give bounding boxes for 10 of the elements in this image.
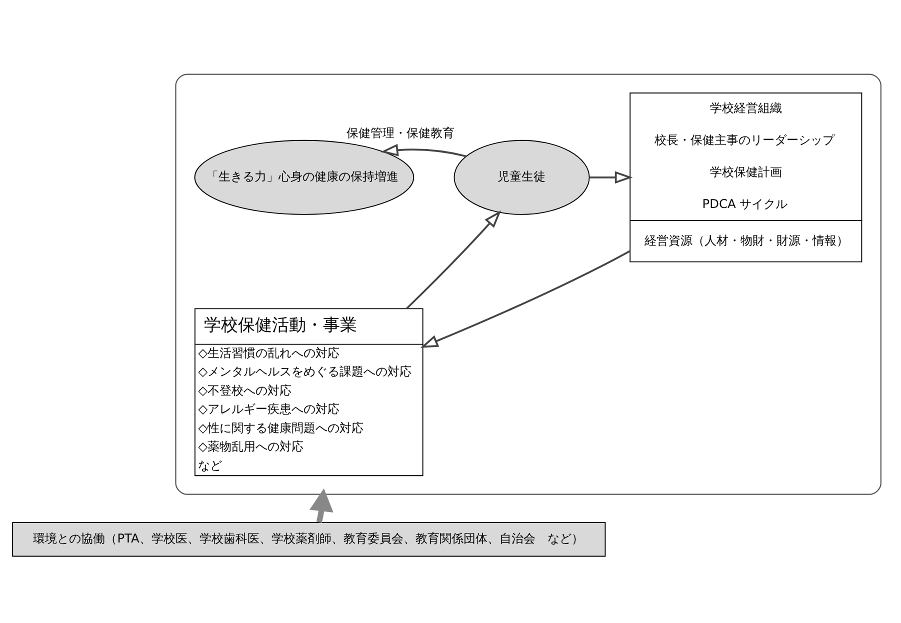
- arrow: [380, 144, 466, 158]
- arrow: [406, 210, 502, 310]
- arrow: [420, 250, 631, 348]
- arrow: [590, 171, 633, 184]
- node-box: 環境との協働（PTA、学校医、学校歯科医、学校薬剤師、教育委員会、教育関係団体、自治会 など）: [12, 522, 606, 557]
- arrow: [309, 488, 334, 523]
- node-ellipse: 「生きる力」心身の健康の保持増進: [194, 140, 414, 215]
- cluster: [175, 74, 882, 495]
- node-ellipse: 児童生徒: [454, 140, 590, 215]
- node-label: 保健管理・保健教育: [346, 126, 454, 140]
